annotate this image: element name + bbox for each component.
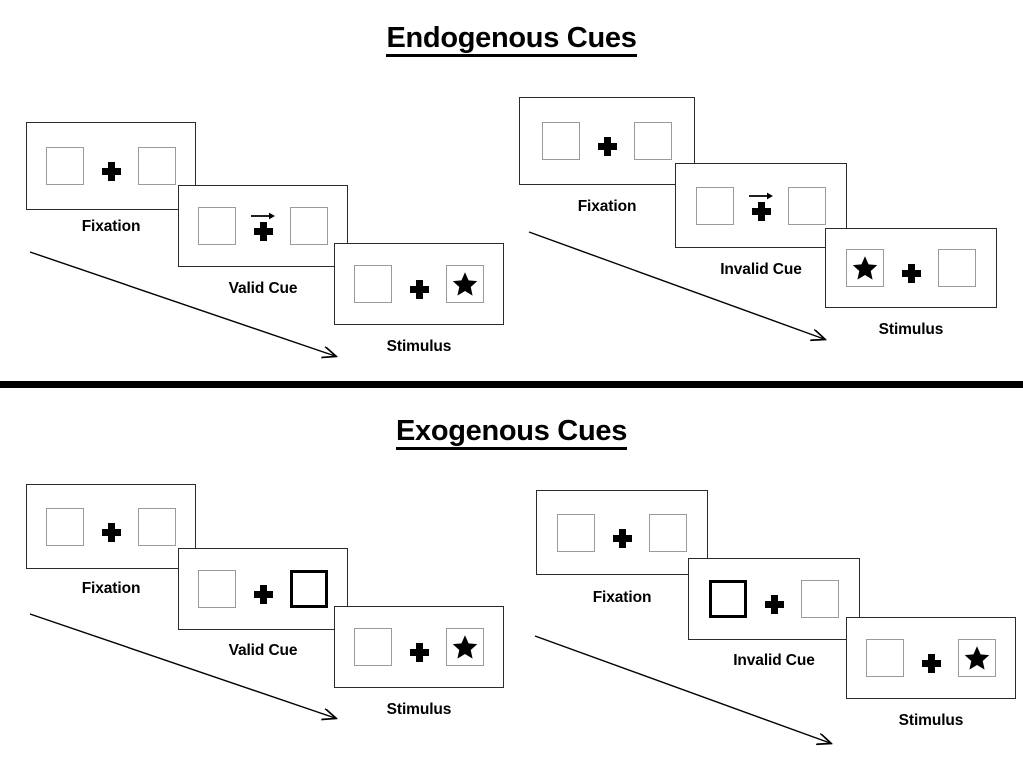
- cue-arrow-spacer: [918, 643, 944, 654]
- arrow-right-cue-icon: [251, 212, 275, 220]
- fixation-cross-icon: [101, 162, 121, 181]
- fixation-cue-stack: [918, 643, 944, 673]
- left-placeholder-box: [696, 186, 734, 225]
- right-placeholder-box: [290, 207, 328, 245]
- exogenous-valid-timeline-arrow: [29, 613, 355, 731]
- fixation-cue-stack: [609, 518, 635, 548]
- left-placeholder-box: [198, 207, 236, 245]
- caption-endo-valid-fixation: Fixation: [81, 218, 141, 235]
- star-stimulus-icon: [452, 635, 478, 659]
- panel-exo-invalid-cue[interactable]: [688, 558, 860, 640]
- caption-exo-invalid-stimulus: Stimulus: [898, 712, 964, 729]
- caption-endo-invalid-stimulus: Stimulus: [878, 321, 944, 338]
- fixation-cue-stack: [898, 253, 924, 283]
- endogenous-valid-timeline-arrow: [29, 251, 355, 369]
- panel-exo-invalid-fixation[interactable]: [536, 490, 708, 575]
- section-title-endogenous: Endogenous Cues: [0, 22, 1023, 58]
- panel-exo-valid-cue[interactable]: [178, 548, 348, 630]
- panel-exo-valid-fixation[interactable]: [26, 484, 196, 569]
- panel-endo-valid-stimulus[interactable]: [334, 243, 504, 325]
- panel-endo-invalid-cue[interactable]: [675, 163, 847, 248]
- section-title-exogenous: Exogenous Cues: [0, 415, 1023, 451]
- panel-endo-valid-fixation[interactable]: [26, 122, 196, 210]
- left-placeholder-box: [46, 507, 84, 546]
- left-placeholder-box: [198, 570, 236, 608]
- cue-arrow-spacer: [250, 574, 276, 585]
- right-placeholder-box: [634, 122, 672, 160]
- cue-arrow-spacer: [609, 518, 635, 529]
- caption-exo-valid-cue: Valid Cue: [228, 642, 298, 659]
- fixation-cross-icon: [253, 585, 273, 604]
- endogenous-cue-stack: [250, 211, 276, 241]
- fixation-cue-stack: [594, 126, 620, 156]
- fixation-cross-icon: [901, 264, 921, 283]
- caption-endo-valid-stimulus: Stimulus: [386, 338, 452, 355]
- caption-exo-invalid-fixation: Fixation: [592, 589, 652, 606]
- panel-exo-valid-stimulus[interactable]: [334, 606, 504, 688]
- fixation-cross-icon: [101, 522, 121, 542]
- fixation-cue-stack: [98, 512, 124, 542]
- caption-endo-invalid-fixation: Fixation: [577, 198, 637, 215]
- panel-endo-invalid-fixation[interactable]: [519, 97, 695, 185]
- caption-exo-valid-fixation: Fixation: [81, 580, 141, 597]
- left-placeholder-box: [354, 265, 392, 303]
- section-title-endogenous-text: Endogenous Cues: [386, 23, 637, 58]
- caption-exo-invalid-cue: Invalid Cue: [733, 652, 815, 669]
- exogenous-invalid-timeline-arrow: [534, 635, 850, 756]
- right-target-box: [446, 265, 484, 303]
- star-stimulus-icon: [964, 646, 990, 670]
- fixation-cue-stack: [98, 151, 124, 181]
- right-target-box: [958, 639, 996, 677]
- left-target-box: [846, 249, 884, 287]
- fixation-cue-stack: [406, 269, 432, 299]
- left-placeholder-box: [866, 639, 904, 677]
- right-target-box: [446, 628, 484, 666]
- cue-arrow-spacer: [761, 584, 787, 595]
- caption-exo-valid-stimulus: Stimulus: [386, 701, 452, 718]
- right-placeholder-box: [801, 580, 839, 618]
- cue-arrow-spacer: [594, 126, 620, 137]
- right-placeholder-box: [938, 249, 976, 287]
- caption-endo-valid-cue: Valid Cue: [228, 280, 298, 297]
- star-stimulus-icon: [852, 256, 878, 280]
- cue-arrow-spacer: [98, 512, 124, 523]
- fixation-cue-stack: [761, 584, 787, 614]
- panel-exo-invalid-stimulus[interactable]: [846, 617, 1016, 699]
- left-placeholder-box: [557, 513, 595, 552]
- right-placeholder-box: [138, 507, 176, 546]
- fixation-cue-stack: [250, 574, 276, 604]
- cue-arrow-spacer: [406, 632, 432, 643]
- left-placeholder-box: [542, 122, 580, 160]
- right-placeholder-box: [138, 147, 176, 185]
- fixation-cross-icon: [751, 201, 771, 221]
- fixation-cross-icon: [409, 643, 429, 662]
- fixation-cross-icon: [612, 528, 632, 548]
- right-placeholder-box: [649, 513, 687, 552]
- caption-endo-invalid-cue: Invalid Cue: [720, 261, 802, 278]
- cue-arrow-spacer: [898, 253, 924, 264]
- left-placeholder-box: [46, 147, 84, 185]
- section-title-exogenous-text: Exogenous Cues: [395, 416, 627, 451]
- panel-endo-invalid-stimulus[interactable]: [825, 228, 997, 308]
- fixation-cross-icon: [409, 280, 429, 299]
- right-cued-box: [290, 570, 328, 608]
- arrow-right-cue-icon: [749, 192, 773, 199]
- cue-arrow-spacer: [98, 151, 124, 162]
- fixation-cross-icon: [764, 595, 784, 614]
- fixation-cross-icon: [921, 654, 941, 673]
- fixation-cue-stack: [406, 632, 432, 662]
- right-placeholder-box: [788, 186, 826, 225]
- star-stimulus-icon: [452, 272, 478, 296]
- endogenous-invalid-timeline-arrow: [528, 231, 844, 352]
- cue-arrow-spacer: [406, 269, 432, 280]
- panel-endo-valid-cue[interactable]: [178, 185, 348, 267]
- fixation-cross-icon: [253, 222, 273, 241]
- left-cued-box: [709, 580, 747, 618]
- left-placeholder-box: [354, 628, 392, 666]
- section-divider: [0, 381, 1023, 388]
- endogenous-cue-stack: [748, 191, 774, 221]
- fixation-cross-icon: [597, 137, 617, 156]
